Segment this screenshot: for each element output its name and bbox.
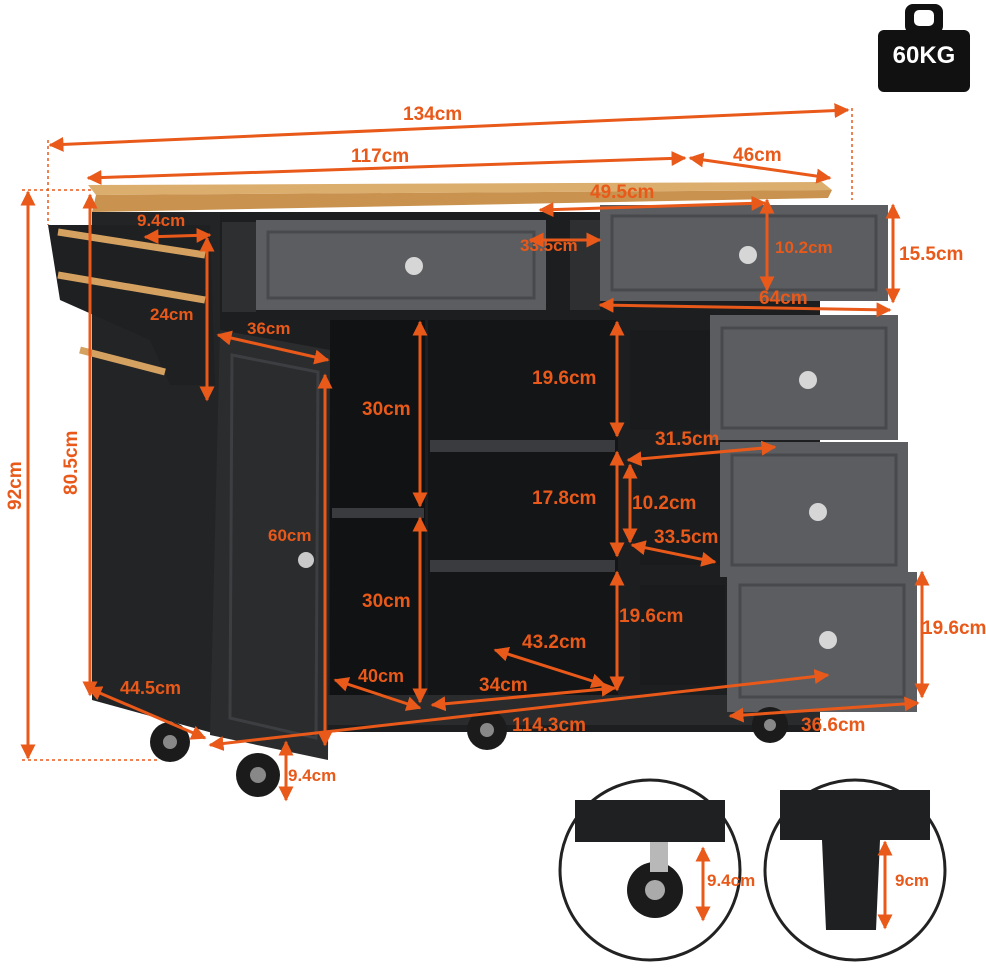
dim-drawer-inner-d: 33.5cm — [654, 527, 719, 548]
countertop — [88, 182, 832, 212]
dim-total-width: 134cm — [403, 104, 463, 125]
dim-bottom-drawer-height: 19.6cm — [922, 618, 986, 639]
dim-drawer-inner-h: 10.2cm — [632, 493, 697, 514]
dim-top-drawer-depth: 64cm — [759, 288, 808, 309]
dim-shelf-height-lower: 30cm — [362, 591, 411, 612]
dim-shelf-depth: 40cm — [358, 666, 405, 686]
dim-mid-height-3: 19.6cm — [619, 606, 684, 627]
side-drawers — [630, 315, 917, 712]
cabinet-door — [210, 330, 330, 760]
dim-top-drawer-h: 15.5cm — [899, 244, 964, 265]
wheel-detail — [558, 778, 742, 962]
dim-top-drawer-inner-h: 10.2cm — [775, 238, 833, 257]
dim-drawer-width: 31.5cm — [655, 429, 720, 450]
guide-lines — [22, 108, 853, 761]
dim-mid-depth: 34cm — [479, 675, 528, 696]
dim-body-width: 117cm — [351, 146, 410, 167]
dim-detail-wheel-height: 9.4cm — [707, 871, 756, 890]
dim-top-drawer-width: 49.5cm — [590, 182, 655, 203]
dim-rack-depth: 9.4cm — [137, 211, 186, 230]
dim-door-width: 36cm — [247, 319, 291, 338]
dimension-lines — [20, 103, 930, 930]
dim-mid-width: 43.2cm — [522, 632, 587, 653]
dim-detail-leg-height: 9cm — [895, 871, 930, 890]
dim-rack-height: 24cm — [150, 305, 194, 324]
weight-icon — [878, 4, 970, 92]
dim-extension: 46cm — [733, 145, 782, 166]
dim-bottom-drawer-width: 36.6cm — [801, 715, 866, 736]
dim-top-drawer-inner: 33.5cm — [520, 236, 578, 255]
leg-detail — [763, 778, 947, 962]
dim-body-height: 80.5cm — [61, 430, 82, 495]
weight-capacity-label: 60KG — [892, 42, 956, 69]
dim-shelf-height-upper: 30cm — [362, 399, 411, 420]
dim-mid-height-2: 17.8cm — [532, 488, 597, 509]
top-drawer-left — [222, 220, 546, 312]
dim-mid-height-1: 19.6cm — [532, 368, 597, 389]
dim-door-height: 60cm — [268, 526, 312, 545]
dim-wheel-height: 9.4cm — [288, 766, 337, 785]
dim-base-width: 114.3cm — [512, 715, 586, 736]
top-drawer-right — [570, 205, 888, 310]
dim-total-height: 92cm — [5, 461, 26, 510]
dim-depth: 44.5cm — [120, 678, 182, 698]
